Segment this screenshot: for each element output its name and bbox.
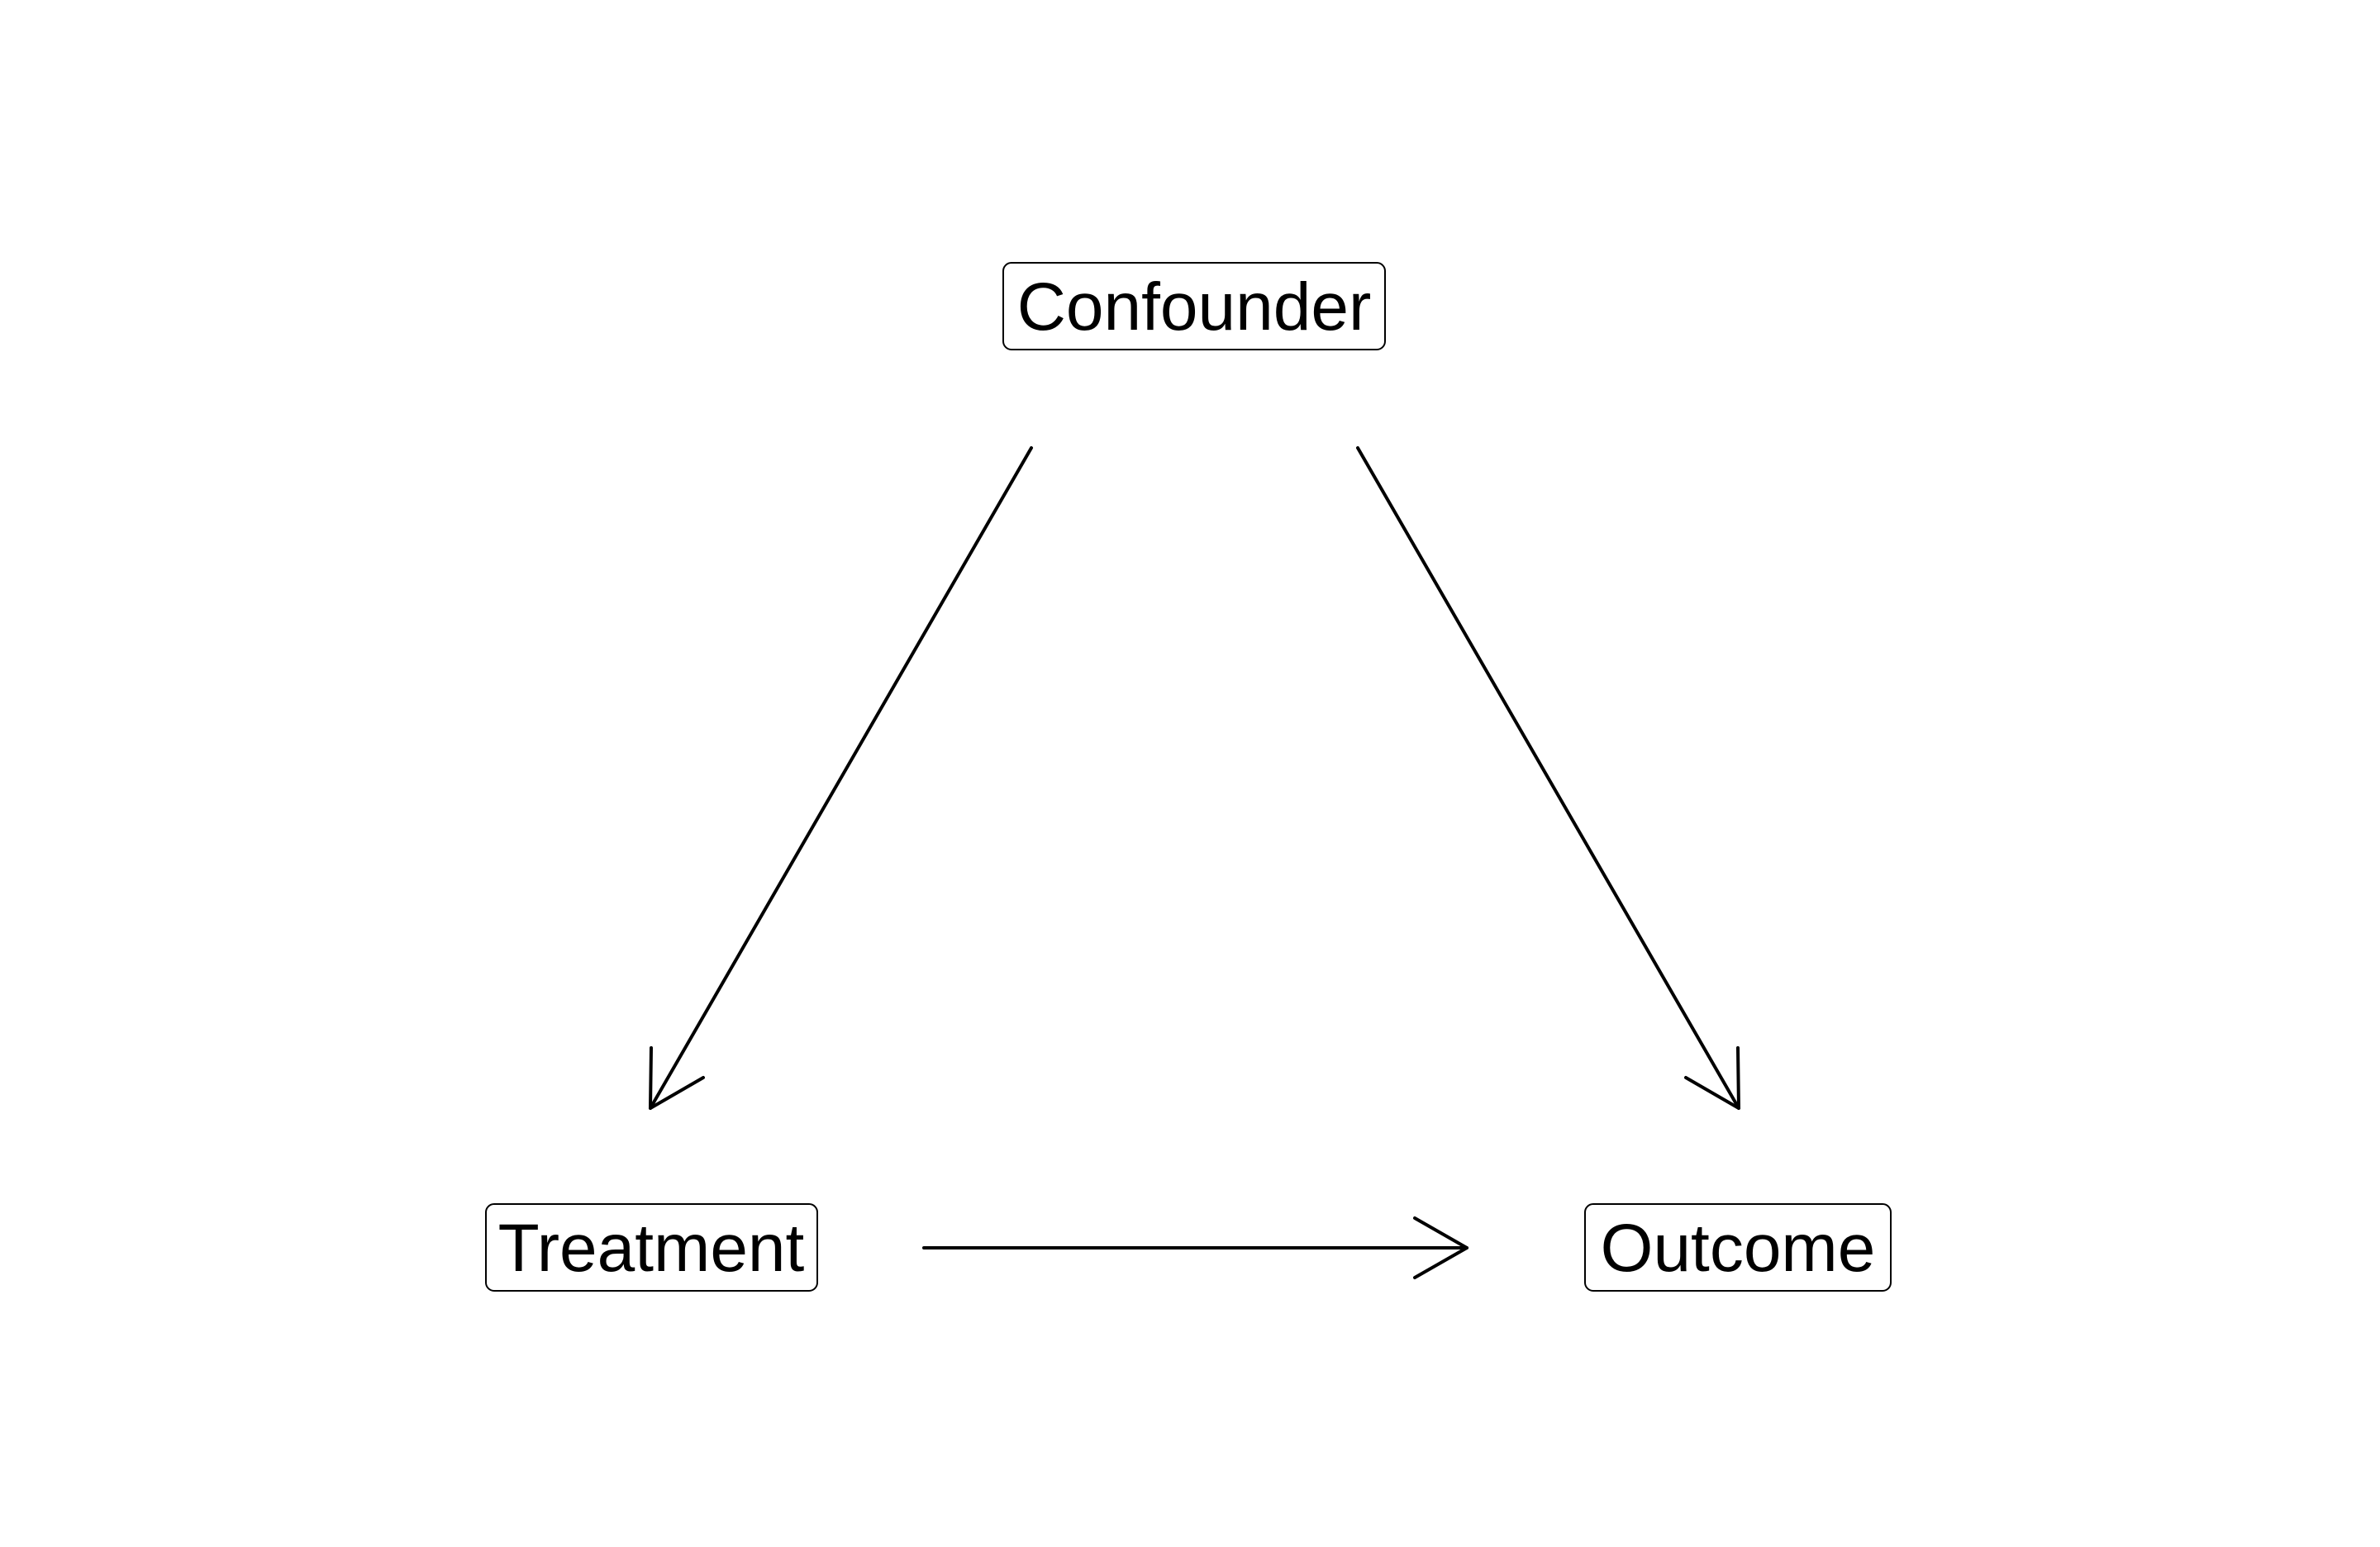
node-treatment: Treatment — [485, 1203, 818, 1292]
node-confounder: Confounder — [1002, 262, 1386, 350]
edge-confounder-to-outcome — [1356, 446, 1740, 1110]
node-outcome-label: Outcome — [1601, 1211, 1876, 1286]
node-outcome: Outcome — [1584, 1203, 1892, 1292]
edge-confounder-to-treatment — [649, 446, 1033, 1110]
node-treatment-label: Treatment — [498, 1211, 805, 1286]
node-confounder-label: Confounder — [1017, 269, 1372, 345]
edge-treatment-to-outcome — [922, 1216, 1468, 1279]
